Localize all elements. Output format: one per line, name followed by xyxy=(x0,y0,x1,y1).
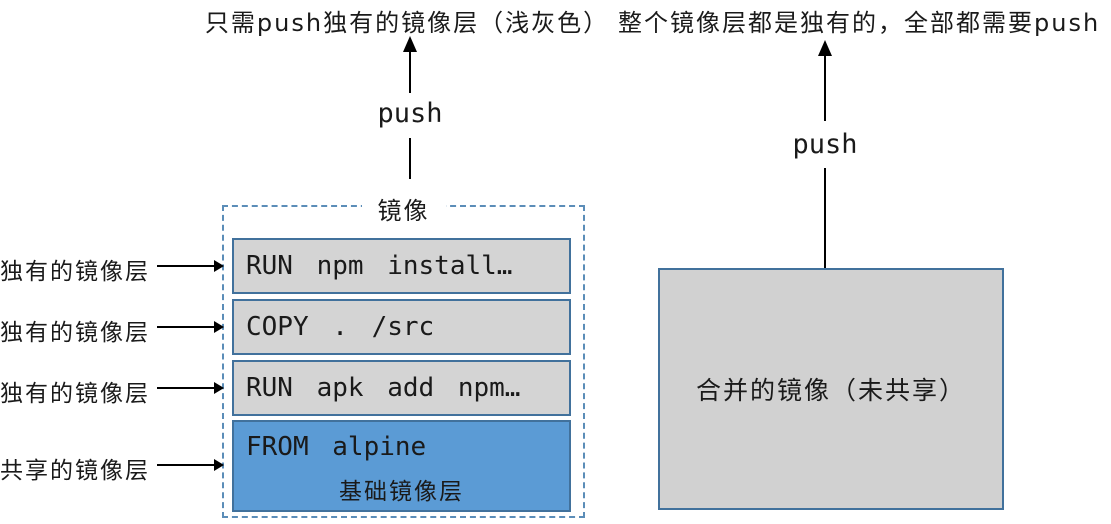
base-layer-command: FROM alpine xyxy=(246,432,427,462)
arrow-line xyxy=(409,138,411,179)
merged-image-label: 合并的镜像（未共享） xyxy=(695,376,966,405)
layer-from-alpine: FROM alpine 基础镜像层 xyxy=(232,420,571,512)
layer-run-apk-add: RUN apk add npm… xyxy=(232,360,571,416)
label-shared-layer: 共享的镜像层 xyxy=(0,458,150,484)
label-unique-layer-2: 独有的镜像层 xyxy=(0,320,150,346)
label-unique-layer-1: 独有的镜像层 xyxy=(0,259,150,285)
merged-image-box: 合并的镜像（未共享） xyxy=(658,268,1004,510)
arrow-line xyxy=(157,464,214,466)
annotation-push-unique-layers: 只需push独有的镜像层（浅灰色） xyxy=(204,9,610,37)
arrow-up-icon xyxy=(818,40,832,56)
push-label-right: push xyxy=(792,129,858,160)
arrow-right-icon xyxy=(214,382,224,394)
push-label-left: push xyxy=(377,98,443,129)
layer-copy-src: COPY . /src xyxy=(232,299,571,355)
base-layer-caption: 基础镜像层 xyxy=(339,479,464,505)
annotation-push-all-layers: 整个镜像层都是独有的，全部都需要push xyxy=(618,9,1101,37)
arrow-line xyxy=(157,265,214,267)
arrow-line xyxy=(157,326,214,328)
label-unique-layer-3: 独有的镜像层 xyxy=(0,381,150,407)
arrow-up-icon xyxy=(403,36,417,52)
arrow-right-icon xyxy=(214,459,224,471)
arrow-line xyxy=(157,387,214,389)
image-layers-box: 镜像 RUN npm install… COPY . /src RUN apk … xyxy=(222,191,585,518)
arrow-line xyxy=(824,55,826,121)
arrow-right-icon xyxy=(214,321,224,333)
arrow-right-icon xyxy=(214,260,224,272)
image-box-title: 镜像 xyxy=(361,191,446,226)
arrow-line xyxy=(409,51,411,93)
arrow-line xyxy=(824,168,826,268)
layer-run-npm-install: RUN npm install… xyxy=(232,238,571,294)
